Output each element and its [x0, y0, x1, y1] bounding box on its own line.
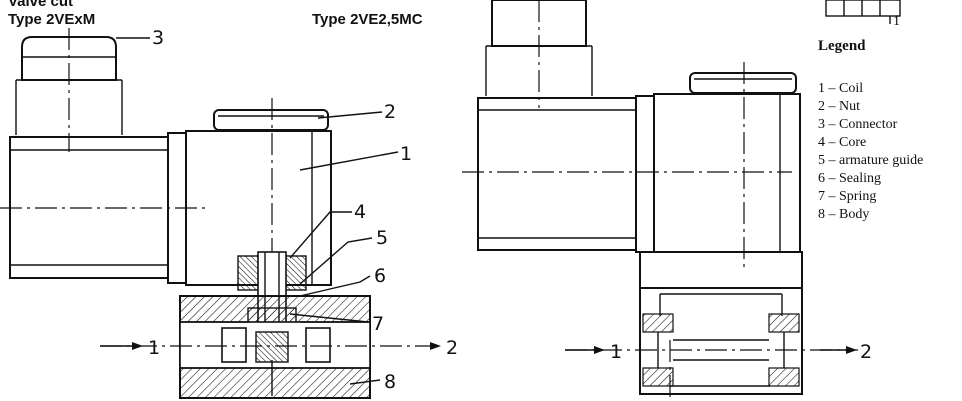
- callout-5: 5: [376, 227, 388, 249]
- right-nut: [689, 72, 797, 94]
- callout-8: 8: [384, 371, 396, 393]
- callout-3: 3: [152, 27, 164, 49]
- right-body-top: [639, 251, 803, 289]
- left-nut: [213, 109, 329, 131]
- legend-item: 3 – Connector: [818, 117, 898, 132]
- legend-item: 8 – Body: [818, 207, 869, 222]
- right-flow-outlet-label: 2: [860, 341, 872, 363]
- right-type-title: Type 2VE2,5MC: [312, 11, 423, 28]
- legend-item: 7 – Spring: [818, 189, 876, 204]
- callout-4: 4: [354, 201, 366, 223]
- left-callouts: 3 2 1 4 5 6 7 8: [116, 27, 412, 393]
- left-valve: 1 2: [0, 28, 458, 399]
- legend-item: 4 – Core: [818, 135, 866, 150]
- legend: Legend 1 – Coil 2 – Nut 3 – Connector 4 …: [818, 38, 923, 222]
- callout-2: 2: [384, 101, 396, 123]
- right-connector-body: [477, 97, 637, 251]
- callout-1: 1: [400, 143, 412, 165]
- small-pictogram: 1: [825, 0, 901, 29]
- right-valve: 1 2: [462, 0, 872, 401]
- legend-title: Legend: [818, 38, 866, 54]
- pictogram-label: 1: [893, 14, 900, 29]
- callout-7: 7: [372, 313, 384, 335]
- left-type-title: Type 2VExM: [8, 11, 95, 28]
- left-flow-outlet-label: 2: [446, 337, 458, 359]
- right-body: [639, 288, 803, 395]
- right-flow-inlet-label: 1: [610, 341, 622, 363]
- right-coil: [653, 93, 801, 253]
- right-coil-collar: [635, 95, 655, 253]
- left-connector: [21, 36, 117, 81]
- callout-6: 6: [374, 265, 386, 287]
- left-flow-inlet-label: 1: [148, 337, 160, 359]
- legend-item: 1 – Coil: [818, 81, 863, 96]
- legend-item: 2 – Nut: [818, 99, 860, 114]
- section-title: Valve cut: [8, 0, 73, 10]
- legend-item: 5 – armature guide: [818, 153, 923, 168]
- legend-item: 6 – Sealing: [818, 171, 881, 186]
